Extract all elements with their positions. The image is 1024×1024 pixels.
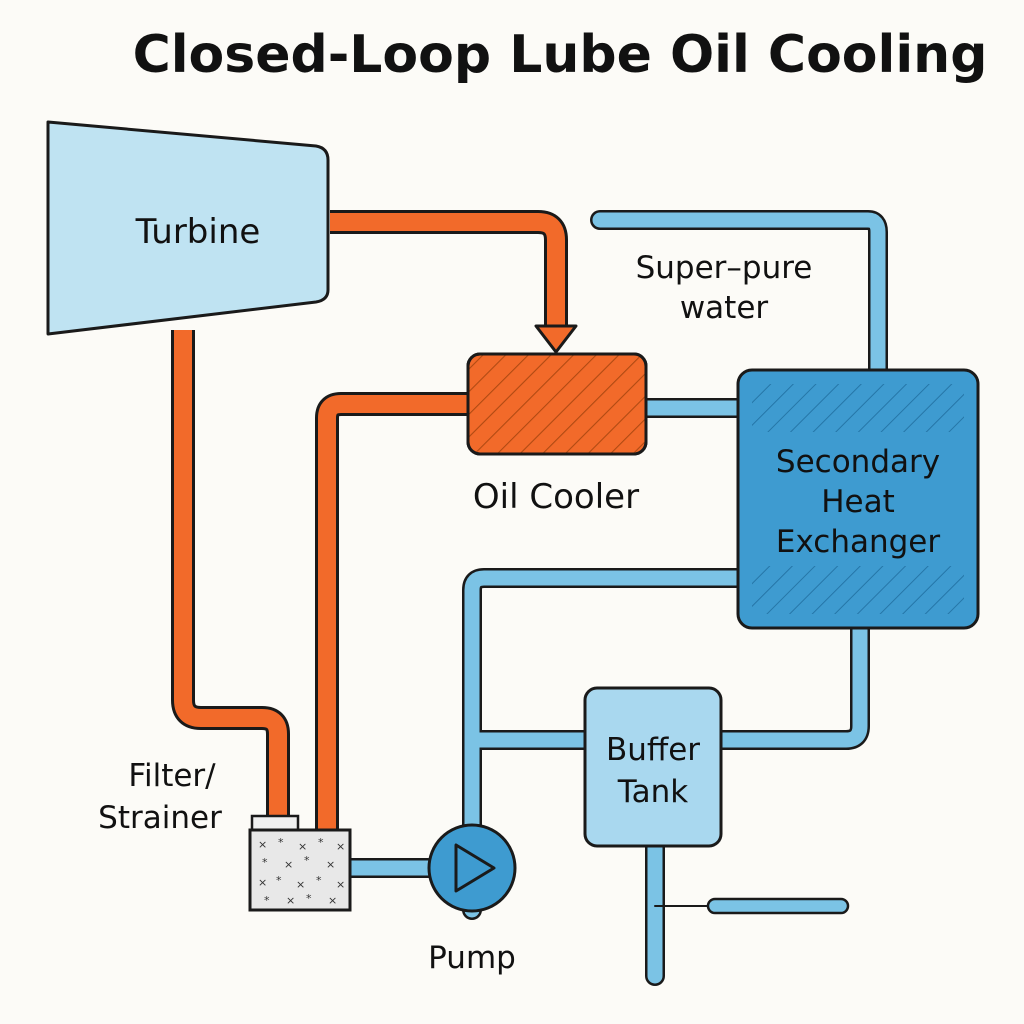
secondary-heat-exchanger: Secondary Heat Exchanger bbox=[736, 368, 980, 630]
turbine-to-cooler-oil-pipe bbox=[330, 213, 565, 332]
filter-strainer: ×*×*× *×*× ×*×*× *×*× Filter/ Strainer bbox=[98, 758, 352, 912]
hx-label-line3: Exchanger bbox=[776, 524, 940, 560]
turbine-body bbox=[46, 120, 330, 336]
hx-label-line2: Heat bbox=[821, 484, 895, 520]
filter-to-cooler-oil-pipe bbox=[318, 395, 470, 830]
turbine-to-filter-oil-pipe bbox=[174, 330, 287, 816]
super-pure-water-label-line1: Super–pure bbox=[636, 250, 813, 286]
svg-text:*: * bbox=[318, 836, 324, 849]
super-pure-water-pipe bbox=[592, 212, 886, 380]
hx-label-line1: Secondary bbox=[776, 444, 940, 480]
filter-label-line1: Filter/ bbox=[128, 758, 216, 794]
filter-cap bbox=[250, 814, 300, 832]
pump: Pump bbox=[427, 823, 517, 976]
water-pipes bbox=[336, 210, 888, 986]
oil-cooler: Oil Cooler bbox=[466, 352, 648, 517]
svg-text:*: * bbox=[316, 874, 322, 887]
svg-text:×: × bbox=[328, 894, 337, 907]
turbine: Turbine bbox=[46, 120, 330, 336]
filter-dotted-box-icon bbox=[248, 828, 352, 912]
oil-pipes bbox=[171, 210, 578, 830]
svg-text:*: * bbox=[304, 854, 310, 867]
filter-label-line2: Strainer bbox=[98, 800, 222, 836]
svg-text:*: * bbox=[262, 856, 268, 869]
svg-text:×: × bbox=[284, 858, 293, 871]
turbine-label: Turbine bbox=[135, 212, 261, 252]
svg-text:×: × bbox=[258, 838, 267, 851]
svg-text:×: × bbox=[336, 840, 345, 853]
svg-text:×: × bbox=[298, 840, 307, 853]
svg-text:×: × bbox=[296, 878, 305, 891]
svg-text:*: * bbox=[278, 836, 284, 849]
svg-text:*: * bbox=[306, 892, 312, 905]
svg-text:*: * bbox=[276, 874, 282, 887]
pump-play-triangle-icon bbox=[454, 843, 496, 893]
svg-text:×: × bbox=[286, 894, 295, 907]
buffer-tank-label-line1: Buffer bbox=[606, 732, 700, 768]
arrow-down-icon bbox=[534, 324, 578, 354]
pump-label: Pump bbox=[428, 940, 516, 976]
oil-cooler-label: Oil Cooler bbox=[473, 477, 639, 517]
hx-to-buffer-pipe bbox=[712, 620, 868, 748]
svg-text:×: × bbox=[258, 876, 267, 889]
buffer-tank: Buffer Tank bbox=[583, 686, 723, 848]
svg-text:*: * bbox=[264, 894, 270, 907]
super-pure-water-label-line2: water bbox=[680, 290, 769, 326]
hx-to-pump-water-pipe bbox=[464, 570, 748, 918]
side-branch-pipe bbox=[706, 897, 850, 915]
buffer-tank-label-line2: Tank bbox=[617, 774, 688, 810]
svg-text:×: × bbox=[336, 878, 345, 891]
svg-text:×: × bbox=[326, 858, 335, 871]
page-title: Closed-Loop Lube Oil Cooling bbox=[133, 25, 988, 85]
filter-media-dots: ×*×*× *×*× ×*×*× *×*× bbox=[258, 836, 345, 907]
